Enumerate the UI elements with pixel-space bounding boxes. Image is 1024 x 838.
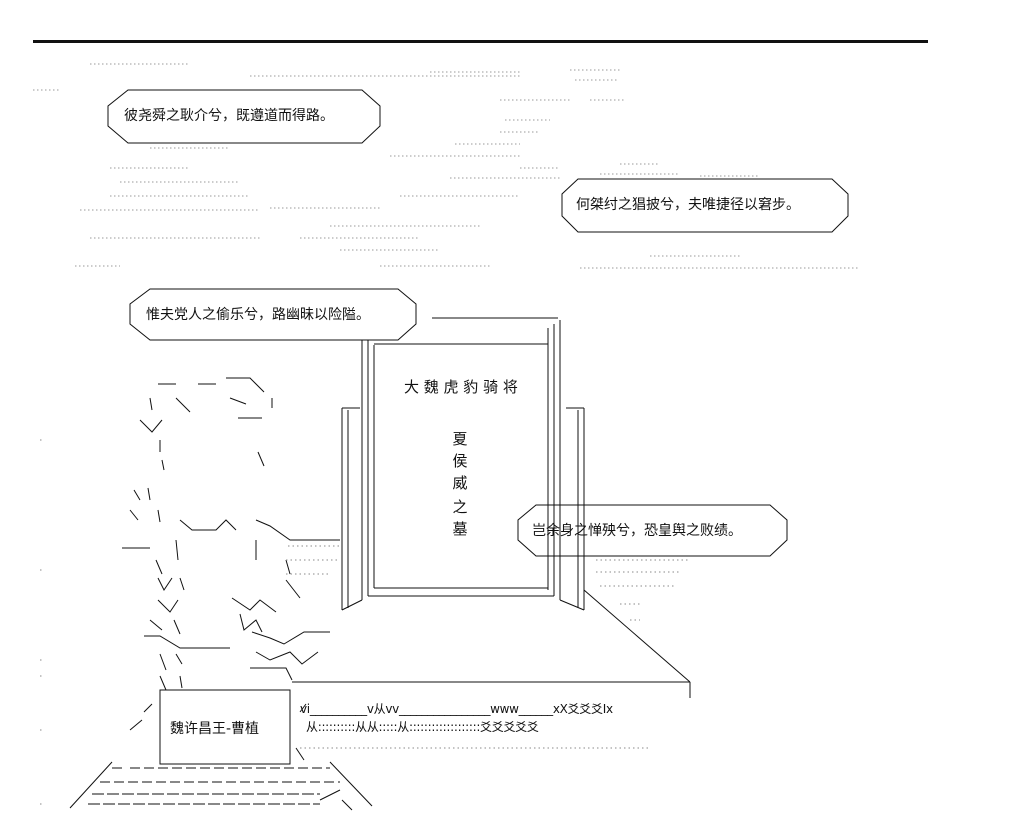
speech-bubble-3-frame: [129, 288, 417, 341]
top-horizontal-rule: [33, 40, 928, 43]
grass-texture: [40, 439, 690, 805]
speech-bubble-2-text: 何桀纣之猖披兮，夫唯捷径以窘步。: [576, 197, 800, 213]
ground-line: [292, 681, 691, 698]
speech-bubble-4-frame: [517, 504, 788, 557]
grass-line-1: vi__________v从vv________________www_____…: [300, 702, 613, 716]
character-figure: [122, 377, 340, 691]
speech-bubble-1-frame: [107, 89, 381, 144]
speech-bubble-3-text: 惟夫党人之偷乐兮，路幽昧以险隘。: [146, 307, 370, 323]
tombstone: [341, 317, 691, 683]
sign-label: 魏许昌王-曹植: [170, 721, 260, 737]
stairs-base: [69, 761, 373, 811]
speech-bubble-1-text: 彼尧舜之耿介兮，既遵道而得路。: [124, 108, 334, 124]
tombstone-name: 夏侯威: [452, 430, 468, 492]
sign-post: [129, 689, 307, 765]
tombstone-title: 大 魏 虎 豹 骑 将: [404, 378, 518, 396]
grass-line-2: 从::::::::::从从:::::从:::::::::::::::::::爻爻…: [306, 720, 539, 734]
speech-bubble-4-text: 岂余身之惮殃兮，恐皇舆之败绩。: [532, 523, 742, 539]
cloud-texture: [33, 63, 860, 269]
speech-bubble-2-frame: [561, 178, 849, 233]
tombstone-suffix: 之墓: [452, 498, 468, 538]
